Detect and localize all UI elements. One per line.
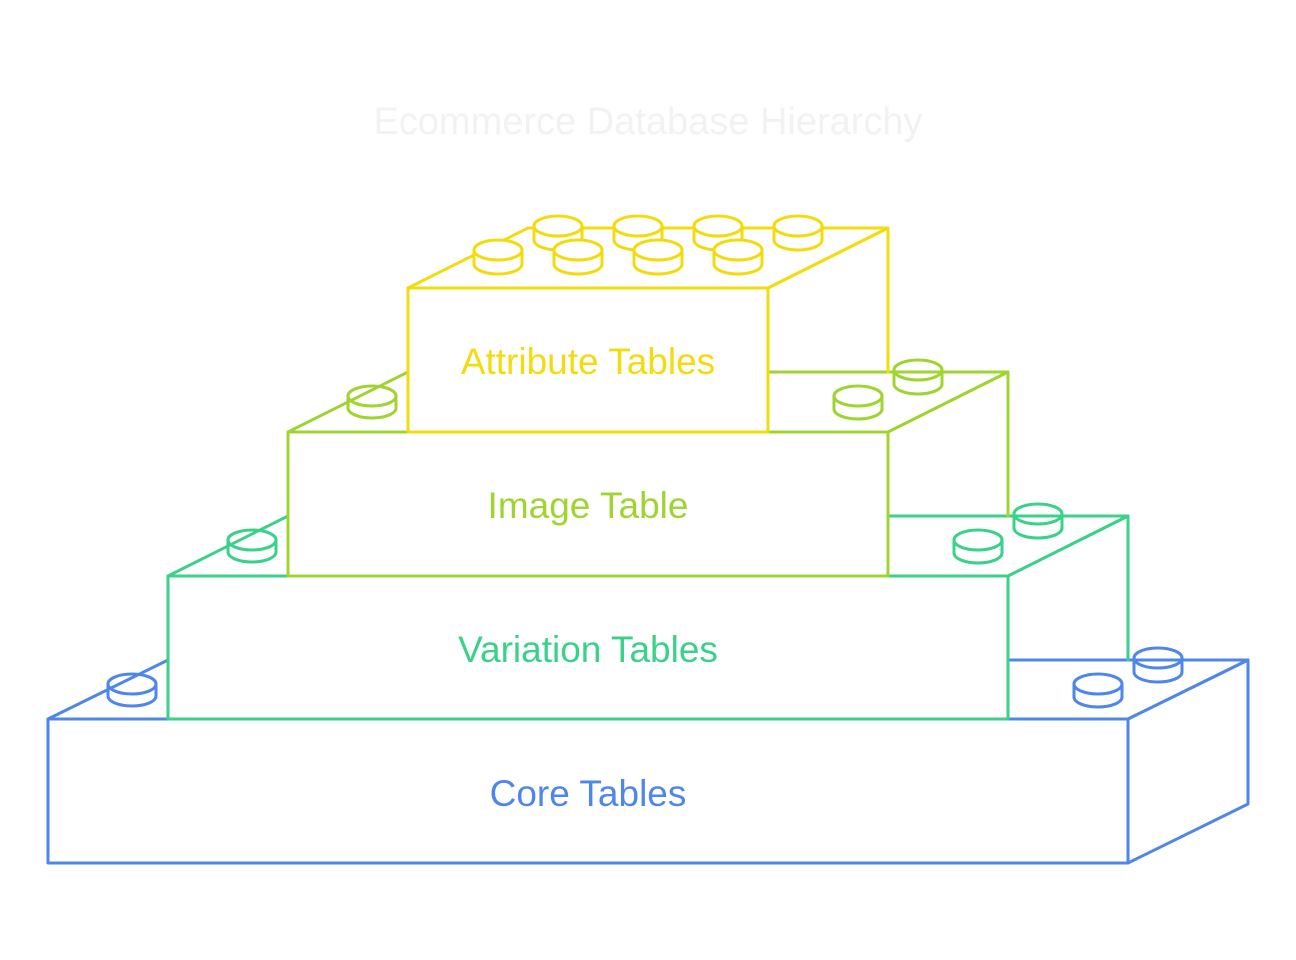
stud [472, 238, 524, 276]
variation-tables-block: Variation Tables [166, 502, 1130, 721]
stud [632, 238, 684, 276]
image-table-label: Image Table [488, 485, 689, 526]
attribute-tables-block: Attribute Tables [406, 214, 890, 434]
diagram-title: Ecommerce Database Hierarchy [373, 101, 922, 143]
stud [712, 238, 764, 276]
image-table-block: Image Table [286, 358, 1010, 578]
stud [1132, 646, 1184, 684]
stud [1012, 502, 1064, 540]
variation-tables-label: Variation Tables [458, 629, 718, 670]
stud [1072, 672, 1124, 709]
stud [892, 358, 944, 396]
stud [772, 214, 824, 252]
stud [952, 528, 1004, 565]
attribute-tables-label: Attribute Tables [461, 341, 715, 382]
stud [832, 384, 884, 421]
core-tables-block: Core Tables [46, 646, 1250, 865]
core-tables-label: Core Tables [490, 773, 687, 814]
stud [552, 238, 604, 276]
